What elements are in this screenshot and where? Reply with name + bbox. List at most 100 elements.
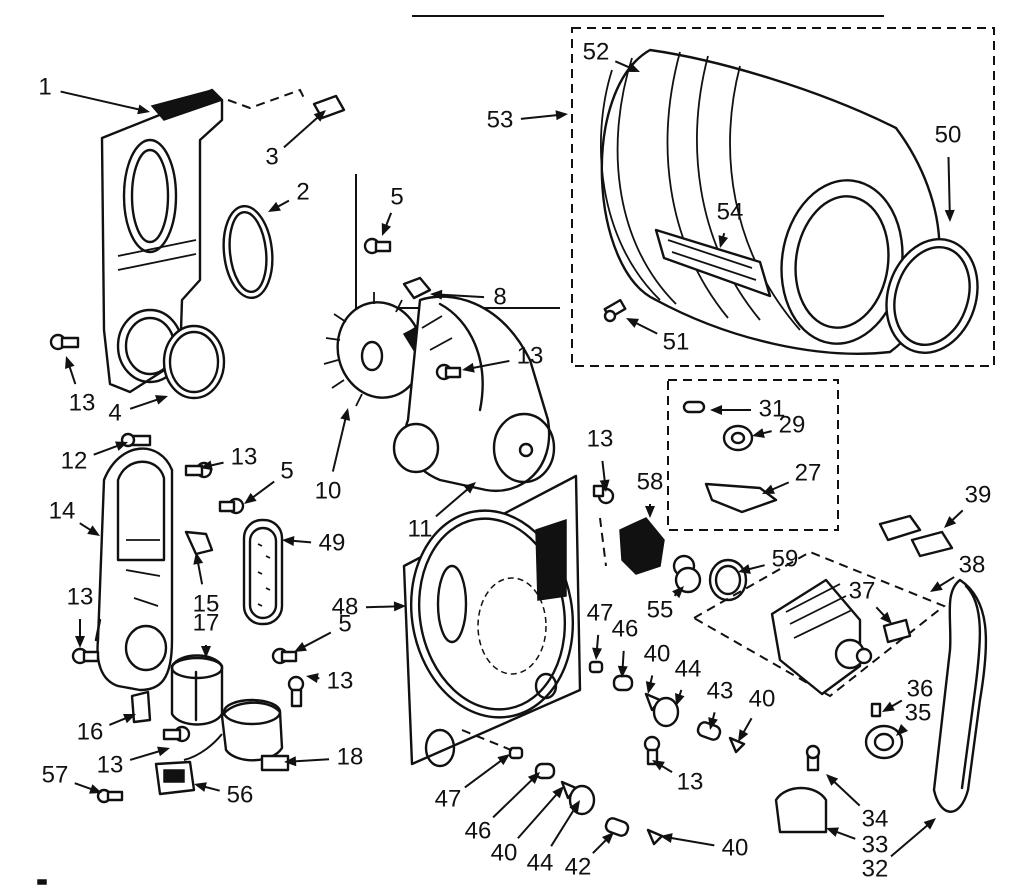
callout-label-c53: 53 — [487, 106, 514, 133]
leader-arrow-c46a — [617, 665, 628, 678]
clip-16 — [130, 690, 152, 724]
callout-label-c58: 58 — [637, 468, 664, 495]
leader-arrow-c13b — [462, 362, 475, 373]
leader-line-c39 — [950, 509, 964, 522]
leader-arrow-c47a — [592, 647, 603, 660]
screw-13b — [435, 363, 462, 381]
leader-line-c56 — [203, 785, 220, 792]
leader-arrow-c40b — [738, 729, 749, 742]
roller-row-lower — [508, 746, 664, 846]
leader-line-c32 — [890, 823, 930, 858]
callout-leaders — [60, 60, 964, 858]
screw-57 — [96, 788, 124, 804]
callout-label-c44a: 44 — [675, 655, 702, 682]
leader-line-c51 — [634, 321, 658, 335]
ball-55 — [674, 566, 702, 594]
leader-arrow-c50 — [944, 209, 955, 222]
heater-duct-18 — [220, 698, 290, 772]
callout-label-c47b: 47 — [435, 785, 462, 812]
leader-arrow-c13f — [157, 746, 170, 757]
lint-filter-49 — [242, 518, 284, 626]
callout-label-c8: 8 — [493, 283, 506, 310]
callout-label-c32: 32 — [862, 855, 889, 882]
drum-seal — [885, 237, 979, 355]
callout-label-c4: 4 — [108, 399, 121, 426]
leader-arrow-c1 — [137, 104, 150, 115]
leader-line-c44b — [550, 807, 576, 847]
leader-arrow-c36 — [882, 701, 895, 712]
drum-assembly-group — [571, 27, 995, 367]
callout-label-c38: 38 — [959, 551, 986, 578]
clip-8 — [402, 276, 432, 300]
callout-label-c57: 57 — [42, 761, 69, 788]
leader-arrow-c12 — [115, 441, 128, 451]
callout-label-c10: 10 — [315, 477, 342, 504]
leader-line-c49 — [291, 539, 312, 544]
leader-line-c33 — [835, 830, 856, 840]
roller-row-upper — [588, 660, 746, 754]
callout-label-c40b: 40 — [749, 685, 776, 712]
leader-line-c12 — [93, 444, 119, 456]
leader-arrow-c53 — [555, 110, 568, 121]
leader-arrow-c8 — [430, 289, 443, 300]
leader-line-c57 — [74, 782, 93, 791]
callout-label-c36: 36 — [907, 675, 934, 702]
callout-label-c44b: 44 — [527, 849, 554, 876]
leader-arrow-c33 — [826, 827, 839, 837]
leader-line-c5c — [302, 631, 332, 649]
leader-line-c2 — [276, 199, 290, 209]
side-panel-14 — [94, 447, 174, 692]
leader-line-c40c — [517, 792, 559, 839]
leader-line-c5b — [251, 480, 275, 499]
leader-line-c8 — [439, 293, 485, 299]
leader-arrow-c2 — [268, 201, 281, 212]
leader-arrow-c16 — [123, 713, 136, 724]
callout-label-c56: 56 — [227, 781, 254, 808]
rear-bulkhead — [100, 88, 224, 394]
drive-belt-32 — [932, 578, 988, 813]
screw-13d — [71, 647, 100, 665]
leader-arrow-c13c — [200, 460, 213, 471]
leader-line-c50 — [947, 156, 951, 213]
callout-label-c5a: 5 — [390, 183, 403, 210]
callout-label-c5c: 5 — [338, 610, 351, 637]
leader-line-c46b — [492, 778, 534, 819]
callout-label-c34: 34 — [862, 805, 889, 832]
leader-line-c3 — [283, 115, 320, 149]
leader-line-c59 — [747, 564, 765, 571]
callout-label-c42: 42 — [565, 853, 592, 880]
callout-label-c49: 49 — [319, 529, 346, 556]
screw-12 — [120, 432, 152, 448]
leader-arrow-c34 — [826, 774, 839, 786]
callout-label-c18: 18 — [337, 743, 364, 770]
leader-arrow-c18 — [284, 756, 297, 767]
leader-line-c13b — [471, 359, 510, 370]
callout-label-c47a: 47 — [587, 599, 614, 626]
leader-arrow-c5c — [294, 641, 307, 652]
idler-58 — [619, 517, 696, 578]
callout-label-c31: 31 — [759, 395, 786, 422]
screw-5a — [363, 237, 392, 255]
screw-5c — [271, 647, 298, 665]
callout-label-c46b: 46 — [465, 817, 492, 844]
leader-arrow-c4 — [155, 395, 168, 405]
screw-13g — [592, 484, 615, 505]
leader-arrow-c58 — [645, 506, 655, 518]
leader-line-c16 — [109, 716, 128, 726]
callout-label-c13a: 13 — [69, 389, 96, 416]
leader-line-c40b — [742, 717, 753, 734]
leader-arrow-c40d — [660, 833, 673, 843]
drive-motor — [770, 578, 873, 696]
leader-line-c34 — [832, 780, 861, 807]
callout-label-c12: 12 — [61, 447, 88, 474]
callout-label-c55: 55 — [647, 596, 674, 623]
leader-arrow-c14 — [87, 525, 100, 536]
callout-label-c59: 59 — [772, 545, 799, 572]
callout-label-c48: 48 — [332, 593, 359, 620]
screw-51 — [603, 298, 627, 323]
drum-baffle — [654, 228, 772, 298]
callout-label-c39: 39 — [965, 481, 992, 508]
pulley-35 — [864, 724, 904, 760]
